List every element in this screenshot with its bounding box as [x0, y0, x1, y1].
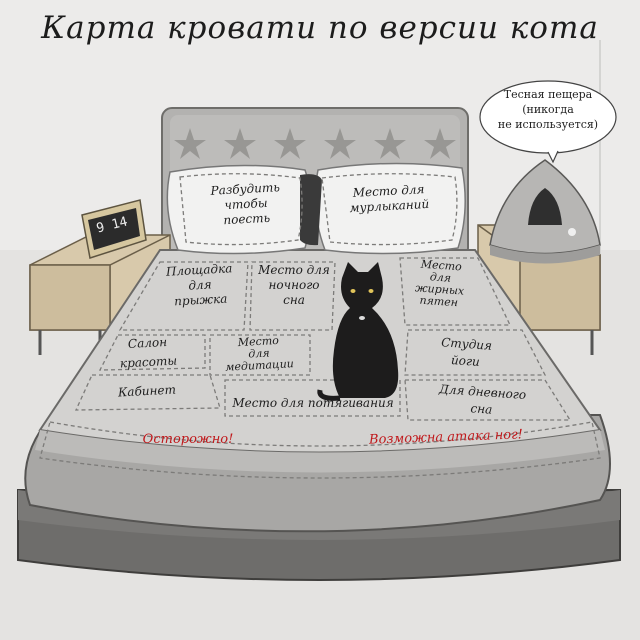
zone-yoga-studio: Студия йоги [415, 333, 517, 373]
page-title: Карта кровати по версии кота [41, 10, 599, 46]
zone-outlines [39, 173, 601, 479]
zone-greasy-spots: Место для жирных пятен [402, 258, 477, 311]
zone-meditation: Место для медитации [217, 334, 301, 375]
alarm-clock [81, 199, 147, 259]
zone-stretching: Место для потягивания [228, 396, 398, 411]
zone-line: Место для [258, 263, 330, 277]
zone-night-sleep: Место для ночного сна [252, 263, 336, 308]
zone-line: сна [283, 293, 305, 307]
zone-jump-pad: Площадка для прыжка [159, 261, 241, 310]
zone-line: Место для потягивания [232, 396, 394, 410]
cave-note-line: не используется) [497, 117, 599, 131]
zone-beauty-salon: Салон красоты [103, 332, 193, 374]
mattress [24, 249, 611, 533]
zone-line: ночного [268, 278, 320, 292]
cave-note-line: (никогда [522, 102, 574, 116]
pillows [166, 162, 466, 255]
cave-note-line: Тесная пещера [503, 88, 593, 101]
zone-wake-up: Разбудить чтобы поесть [197, 180, 295, 230]
warning-careful: Осторожно! [142, 432, 234, 447]
black-cat [317, 262, 399, 401]
cave-note: Тесная пещера (никогда не используется) [478, 80, 618, 150]
cat-cave [489, 159, 601, 264]
zone-purring: Место для мурлыканий [329, 181, 448, 217]
